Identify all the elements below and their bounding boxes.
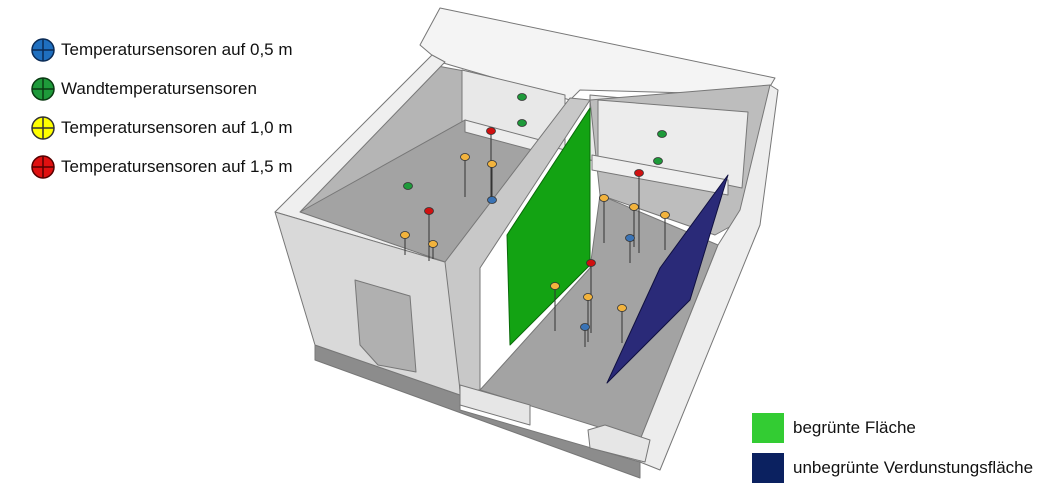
sensor-marker xyxy=(599,194,609,202)
right-sill xyxy=(591,154,729,196)
right-outer-wall xyxy=(639,84,779,471)
sensor-marker xyxy=(460,153,470,161)
legend-label: Wandtemperatursensoren xyxy=(61,78,257,98)
legend-item: Temperatursensoren auf 0,5 m xyxy=(30,30,293,69)
front-low-wall xyxy=(459,384,531,426)
sensor-marker xyxy=(634,169,644,177)
blue-evaporation-surface xyxy=(606,174,729,384)
sensor-marker xyxy=(625,234,635,242)
sensor-marker xyxy=(550,282,560,290)
sensor-marker xyxy=(486,127,496,135)
legend-label: Temperatursensoren auf 0,5 m xyxy=(61,39,293,59)
front-corner-wall xyxy=(587,424,651,463)
sensor-marker xyxy=(424,207,434,215)
legend-label: begrünte Fläche xyxy=(793,418,916,437)
sensor-blue-icon xyxy=(31,37,55,62)
sensor-marker xyxy=(403,182,413,190)
sensor-marker xyxy=(517,93,527,101)
sensor-green-icon xyxy=(31,76,55,101)
legend-item: begrünte Fläche xyxy=(752,408,1033,448)
sensor-marker xyxy=(617,304,627,312)
legend-label: Temperatursensoren auf 1,0 m xyxy=(61,117,293,137)
sensor-marker xyxy=(653,157,663,165)
sensor-marker xyxy=(629,203,639,211)
sensor-marker xyxy=(580,323,590,331)
sensor-marker xyxy=(517,119,527,127)
sensor-legend: Temperatursensoren auf 0,5 m Wandtempera… xyxy=(30,30,293,186)
sensor-marker xyxy=(660,211,670,219)
legend-item: Temperatursensoren auf 1,0 m xyxy=(30,108,293,147)
sensor-marker xyxy=(657,130,667,138)
legend-item: Wandtemperatursensoren xyxy=(30,69,293,108)
legend-label: unbegrünte Verdunstungsfläche xyxy=(793,458,1034,477)
right-window-glass xyxy=(597,99,749,189)
blue-surface-swatch xyxy=(752,453,784,483)
surface-legend: begrünte Fläche unbegrünte Verdunstungsf… xyxy=(752,408,1033,488)
sensor-marker xyxy=(586,259,596,267)
sensor-marker xyxy=(428,240,438,248)
roof-slab xyxy=(419,7,776,101)
green-surface-swatch xyxy=(752,413,784,443)
legend-item: Temperatursensoren auf 1,5 m xyxy=(30,147,293,186)
sensor-marker xyxy=(400,231,410,239)
sensor-red-icon xyxy=(31,154,55,179)
legend-item: unbegrünte Verdunstungsfläche xyxy=(752,448,1033,488)
sensor-marker xyxy=(583,293,593,301)
sensor-yellow-icon xyxy=(31,115,55,140)
sensor-marker xyxy=(487,196,497,204)
door-opening xyxy=(354,279,417,373)
legend-label: Temperatursensoren auf 1,5 m xyxy=(61,156,293,176)
sensor-marker xyxy=(487,160,497,168)
